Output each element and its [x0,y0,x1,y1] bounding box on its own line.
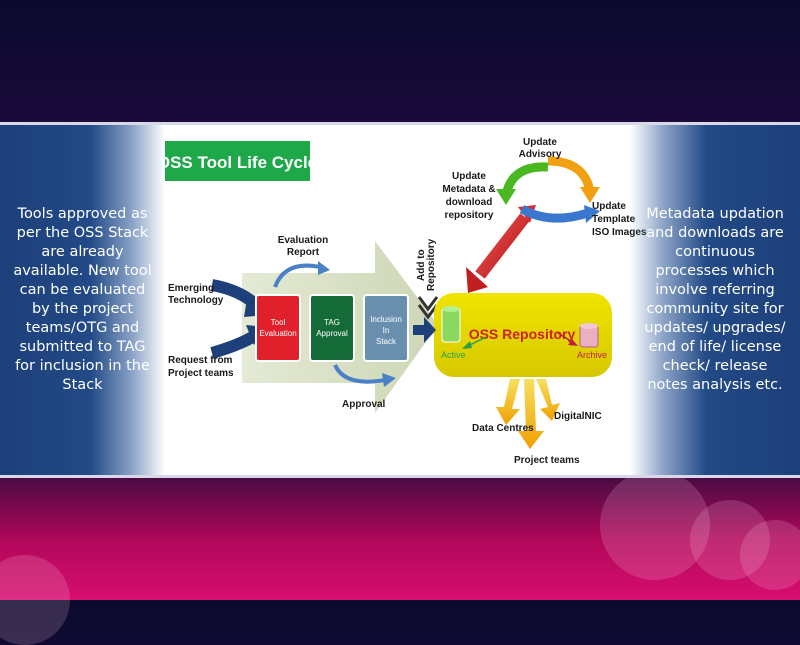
archive-db-top [580,323,598,329]
bokeh-circle [690,500,770,580]
label-template-2: Template [592,214,636,225]
add-to-repo-chevron [417,304,439,320]
inclusion-box [363,294,409,362]
evaluation-report-arrow [273,263,321,288]
label-emerging-2: Technology [168,295,224,306]
diagram-title: OSS Tool Life Cycle [157,153,317,172]
label-request-1: Request from [168,355,233,366]
cycle-arrow-blue-head [584,205,600,223]
update-link-arrow-bottom-head [466,267,488,293]
label-eval-report-1: Evaluation [278,235,329,246]
label-request-2: Project teams [168,368,234,379]
tool-eval-line-2: Evaluation [259,329,296,338]
bokeh-circle [600,470,710,580]
label-project-teams: Project teams [514,455,580,466]
repo-to-active-arrow-head [462,341,472,349]
label-template-3: ISO Images [592,227,647,238]
cycle-arrow-green-head [496,189,516,205]
label-metadata-3: download [446,197,493,208]
oss-repository-box [434,293,612,377]
label-approval: Approval [342,399,386,410]
repo-to-archive-arrow-head [568,339,578,346]
repo-entry-arrow [413,317,436,343]
label-eval-report-2: Report [287,247,320,258]
label-metadata-4: repository [445,210,494,221]
label-archive: Archive [577,350,607,360]
update-link-arrow [475,213,530,279]
cycle-arrow-orange [547,156,595,193]
label-emerging-1: Emerging [168,283,214,294]
label-digitalnic: DigitalNIC [554,411,602,422]
output-arrow-digitalnic [536,379,560,421]
active-db-top [442,306,460,312]
label-advisory-1: Update [523,137,557,148]
inclusion-line-3: Stack [376,337,397,346]
bokeh-circle [0,555,70,645]
tool-eval-line-1: Tool [271,318,286,327]
evaluation-report-arrow-head [318,261,330,275]
cycle-arrow-orange-head [580,187,600,203]
left-description-text: Tools approved as per the OSS Stack are … [13,206,152,393]
label-data-centres: Data Centres [472,423,534,434]
label-active: Active [441,350,466,360]
approval-arrow-head [382,373,396,387]
approval-arrow [333,364,386,384]
cycle-arrow-blue [519,205,590,223]
label-add-to-1: Add to [416,249,427,281]
tag-approval-line-1: TAG [324,318,340,327]
output-arrows [496,379,560,449]
active-db-icon [441,307,461,343]
bokeh-circle [740,520,800,590]
repository-label: OSS Repository [469,326,576,342]
tag-approval-line-2: Approval [316,329,348,338]
label-metadata-1: Update [452,171,486,182]
output-arrow-project-teams [518,379,544,449]
inclusion-line-2: In [383,326,390,335]
label-template-1: Update [592,201,626,212]
right-description-panel: Metadata updation and downloads are cont… [630,125,800,475]
output-arrow-data-centres [496,379,520,425]
tool-evaluation-box [255,294,301,362]
lifecycle-diagram: OSS Tool Life Cycle Emerging Technology … [157,137,647,466]
add-to-repo-chevron [417,296,439,312]
title-box [165,141,310,181]
slide-panel: OSS Tool Life Cycle Emerging Technology … [0,122,800,478]
label-metadata-2: Metadata & [442,184,495,195]
left-description-panel: Tools approved as per the OSS Stack are … [0,125,165,475]
label-advisory-2: Advisory [519,149,562,160]
inclusion-line-1: Inclusion [370,315,402,324]
tag-approval-box [309,294,355,362]
right-description-text: Metadata updation and downloads are cont… [644,206,786,393]
label-add-to-2: Repository [426,238,437,291]
